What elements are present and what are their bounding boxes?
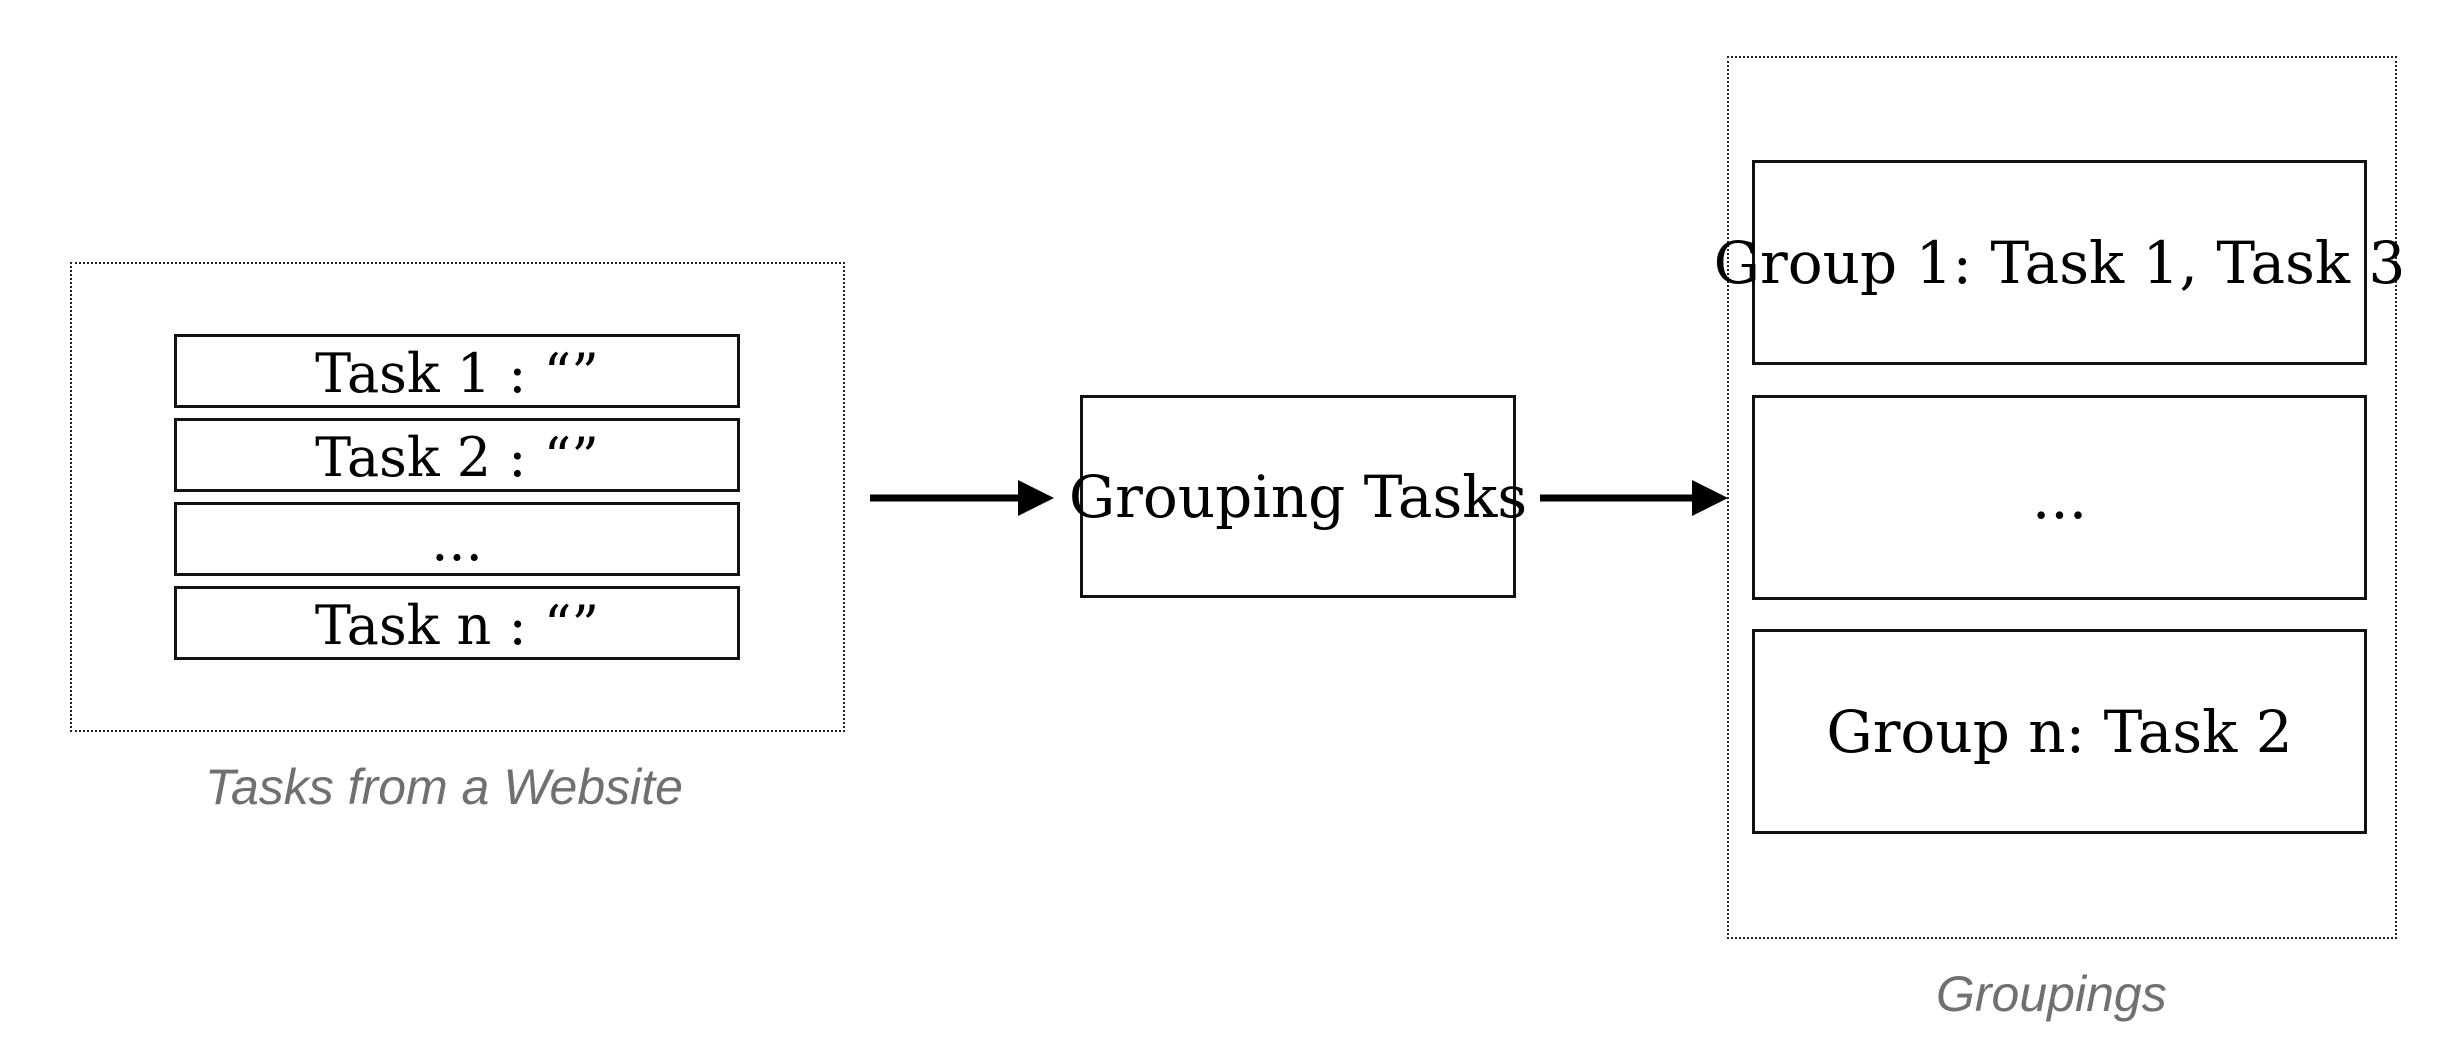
arrow-process-to-output xyxy=(1540,480,1728,516)
tasks-panel-caption: Tasks from a Website xyxy=(205,759,683,815)
group-box-n: Group n: Task 2 xyxy=(1752,629,2367,834)
task-row-ellipsis: ... xyxy=(174,502,740,576)
task-row-2: Task 2 : “” xyxy=(174,418,740,492)
task-row-n: Task n : “” xyxy=(174,586,740,660)
group-box-1: Group 1: Task 1, Task 3 xyxy=(1714,160,2405,365)
groupings-panel xyxy=(1727,56,2397,939)
groupings-panel-caption: Groupings xyxy=(1936,966,2167,1022)
group-box-ellipsis: ... xyxy=(1752,395,2367,600)
tasks-panel xyxy=(70,262,845,732)
grouping-tasks-box: Grouping Tasks xyxy=(1069,395,1527,598)
arrow-input-to-process xyxy=(870,480,1054,516)
task-row-1: Task 1 : “” xyxy=(174,334,740,408)
